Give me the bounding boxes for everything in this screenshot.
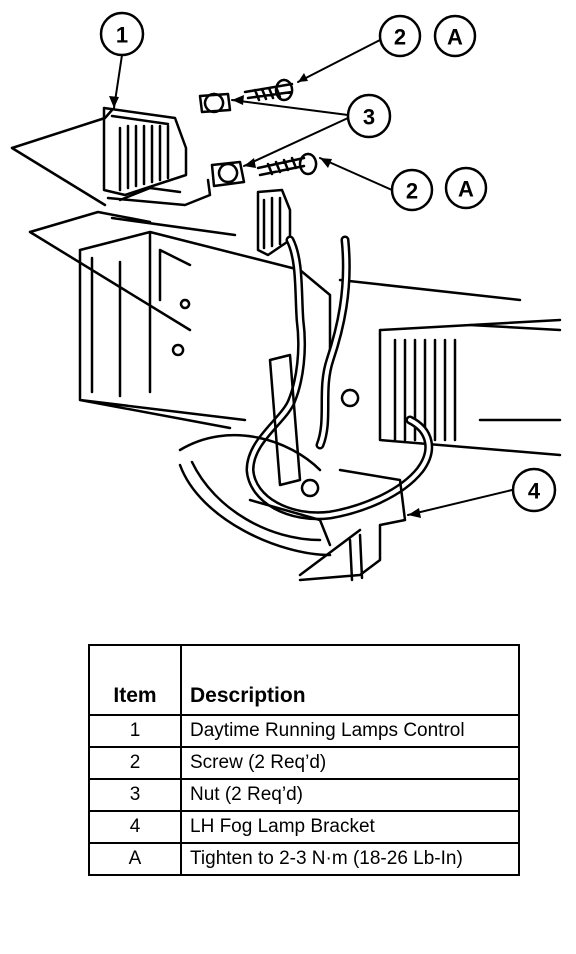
wire-harness [245,235,434,521]
callout-1-circle [99,11,145,57]
leader-3 [231,99,349,167]
callout-3-label: 3 [363,105,375,130]
table-row: 4 LH Fog Lamp Bracket [88,810,520,844]
callout-2b-circle [390,168,434,212]
connector [256,188,292,257]
legend-description: Daytime Running Lamps Control [180,714,520,748]
callout-2a-label: 2 [394,25,406,50]
bumper-structure [338,278,562,457]
callout-4-circle [511,467,557,513]
screw-top [243,78,294,102]
table-row: 2 Screw (2 Req’d) [88,746,520,780]
legend-header-description: Description [180,644,520,716]
callout-2b-label: 2 [406,179,418,204]
callout-2a-circle [378,14,422,58]
legend-item: 4 [88,810,182,844]
callout-a2-circle [444,166,488,210]
legend-description: Tighten to 2-3 N·m (18-26 Lb-In) [180,842,520,876]
table-row: A Tighten to 2-3 N·m (18-26 Lb-In) [88,842,520,876]
nut-top [198,92,232,114]
legend-item: 2 [88,746,182,780]
legend-header-item: Item [88,644,182,716]
leader-4 [407,489,513,516]
legend-table: Item Description 1 Daytime Running Lamps… [88,644,520,876]
legend-header-row: Item Description [88,644,520,716]
callout-a1-label: A [447,25,463,50]
table-row: 1 Daytime Running Lamps Control [88,714,520,748]
screw-mid [256,152,318,177]
control-module [102,106,188,197]
legend-item: 1 [88,714,182,748]
table-row: 3 Nut (2 Req’d) [88,778,520,812]
legend-description: LH Fog Lamp Bracket [180,810,520,844]
callout-a2-label: A [458,177,474,202]
callout-4-label: 4 [528,479,541,504]
legend-description: Screw (2 Req’d) [180,746,520,780]
panel-outline [10,108,237,332]
callout-3-circle [346,93,392,139]
legend-item: A [88,842,182,876]
exploded-diagram: 1 2 A 3 2 A 4 [10,11,562,582]
callout-a1-circle [433,14,477,58]
nut-mid [210,160,246,188]
legend-description: Nut (2 Req’d) [180,778,520,812]
fog-lamp-bracket [268,353,407,582]
legend-item: 3 [88,778,182,812]
callout-1-label: 1 [116,23,128,48]
leader-2b [319,157,393,191]
leader-2a [297,39,381,83]
